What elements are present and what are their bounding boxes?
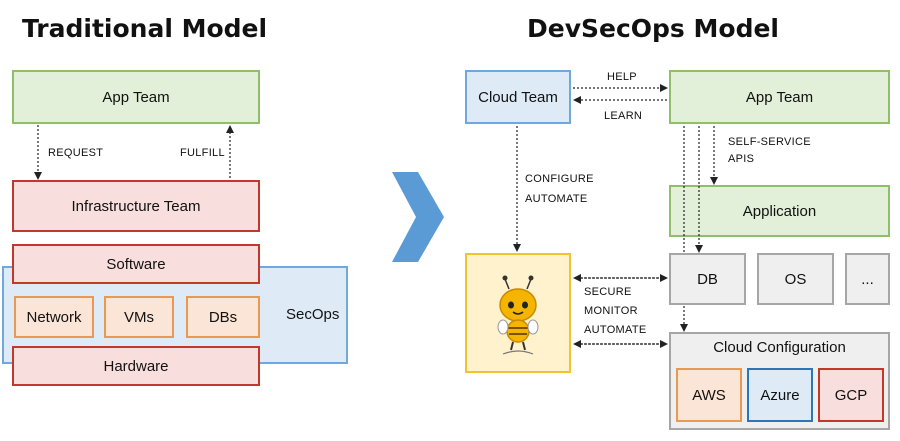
learn-label: LEARN (604, 110, 643, 122)
bee-mascot-icon (497, 275, 539, 355)
fulfill-label: FULFILL (180, 147, 225, 159)
monitor-label: MONITOR (584, 305, 638, 317)
apis-label: APIS (728, 153, 755, 165)
hardware-box: Hardware (12, 346, 260, 386)
infrastructure-team-box: Infrastructure Team (12, 180, 260, 232)
os-box: OS (757, 253, 834, 305)
chevron-right-icon (392, 172, 444, 262)
devsecops-model-title: DevSecOps Model (527, 14, 779, 43)
software-box: Software (12, 244, 260, 284)
more-box: ... (845, 253, 890, 305)
self-service-label: SELF-SERVICE (728, 136, 811, 148)
dev-app-team-box: App Team (669, 70, 890, 124)
secops-label: SecOps (286, 306, 340, 323)
configure-label: CONFIGURE (525, 173, 594, 185)
network-box: Network (14, 296, 94, 338)
gcp-box: GCP (818, 368, 884, 422)
secure-label: SECURE (584, 286, 632, 298)
request-label: REQUEST (48, 147, 104, 159)
cloud-configuration-label: Cloud Configuration (713, 339, 846, 356)
help-label: HELP (607, 71, 637, 83)
cloud-team-box: Cloud Team (465, 70, 571, 124)
traditional-model-title: Traditional Model (22, 14, 268, 43)
automate2-label: AUTOMATE (584, 324, 647, 336)
vms-box: VMs (104, 296, 174, 338)
db-box: DB (669, 253, 746, 305)
automate-label: AUTOMATE (525, 193, 588, 205)
dbs-box: DBs (186, 296, 260, 338)
application-box: Application (669, 185, 890, 237)
bee-mascot-box (465, 253, 571, 373)
azure-box: Azure (747, 368, 813, 422)
aws-box: AWS (676, 368, 742, 422)
trad-app-team-box: App Team (12, 70, 260, 124)
